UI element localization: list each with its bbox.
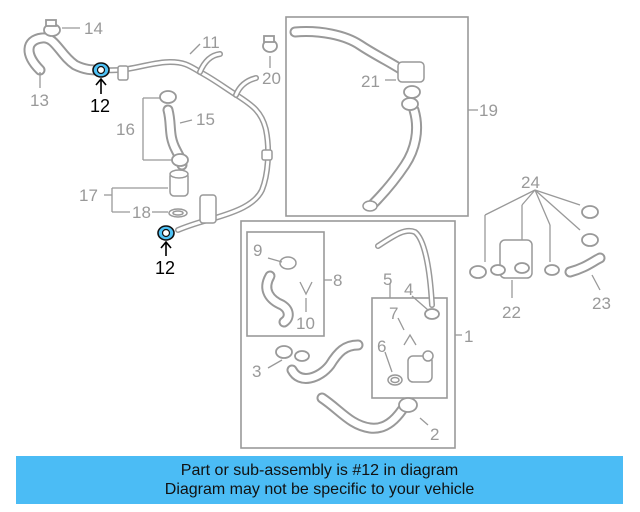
hose-23 bbox=[564, 205, 606, 278]
banner-line-2: Diagram may not be specific to your vehi… bbox=[164, 481, 475, 498]
hose-19 bbox=[289, 26, 425, 212]
o-ring-6 bbox=[387, 374, 403, 386]
callout-2: 2 bbox=[430, 425, 439, 444]
callout-22: 22 bbox=[502, 303, 521, 322]
callout-6: 6 bbox=[377, 337, 386, 356]
callout-12-upper: 12 bbox=[90, 96, 110, 116]
valve-22 bbox=[469, 239, 560, 279]
clip-7 bbox=[403, 333, 417, 346]
hose-13 bbox=[23, 32, 104, 76]
info-banner: Part or sub-assembly is #12 in diagram D… bbox=[16, 456, 623, 504]
clip-10 bbox=[299, 281, 313, 296]
callout-12-lower: 12 bbox=[155, 258, 175, 278]
flange-17 bbox=[169, 169, 189, 197]
group-box-8 bbox=[246, 231, 325, 337]
clamp-12-upper[interactable] bbox=[92, 62, 110, 78]
callout-14: 14 bbox=[84, 19, 103, 38]
banner-line-1: Part or sub-assembly is #12 in diagram bbox=[180, 462, 459, 479]
callout-13: 13 bbox=[30, 91, 49, 110]
callout-20: 20 bbox=[262, 69, 281, 88]
callout-23: 23 bbox=[592, 294, 611, 313]
arrow-12-lower bbox=[160, 240, 172, 256]
callout-17: 17 bbox=[79, 186, 98, 205]
callout-21: 21 bbox=[361, 72, 380, 91]
callout-9: 9 bbox=[253, 241, 262, 260]
arrow-12-upper bbox=[95, 77, 107, 94]
callout-11: 11 bbox=[202, 33, 220, 52]
pipe-11 bbox=[102, 51, 273, 233]
callout-1: 1 bbox=[464, 327, 473, 346]
hose-2 bbox=[316, 392, 418, 434]
callout-18: 18 bbox=[132, 203, 151, 222]
callout-3: 3 bbox=[252, 362, 261, 381]
pipe-4 bbox=[375, 227, 440, 320]
callout-4: 4 bbox=[404, 280, 413, 299]
callout-24: 24 bbox=[521, 173, 540, 192]
callout-10: 10 bbox=[296, 314, 315, 333]
callout-5: 5 bbox=[383, 270, 392, 289]
callout-15: 15 bbox=[196, 110, 215, 129]
hose-9-assembly bbox=[261, 256, 297, 328]
hose-3 bbox=[275, 339, 364, 384]
callout-16: 16 bbox=[116, 120, 135, 139]
callout-7: 7 bbox=[389, 304, 398, 323]
clamp-12-lower[interactable] bbox=[157, 225, 175, 241]
callout-19: 19 bbox=[479, 101, 498, 120]
o-ring-18 bbox=[168, 208, 188, 218]
leader-lines bbox=[39, 27, 601, 426]
clamp-14 bbox=[43, 19, 61, 37]
group-box-19 bbox=[285, 16, 469, 217]
housing-5 bbox=[407, 350, 434, 383]
callout-8: 8 bbox=[333, 271, 342, 290]
hose-15 bbox=[159, 90, 189, 171]
connector-fitting bbox=[199, 194, 217, 224]
clamp-20 bbox=[262, 35, 278, 53]
